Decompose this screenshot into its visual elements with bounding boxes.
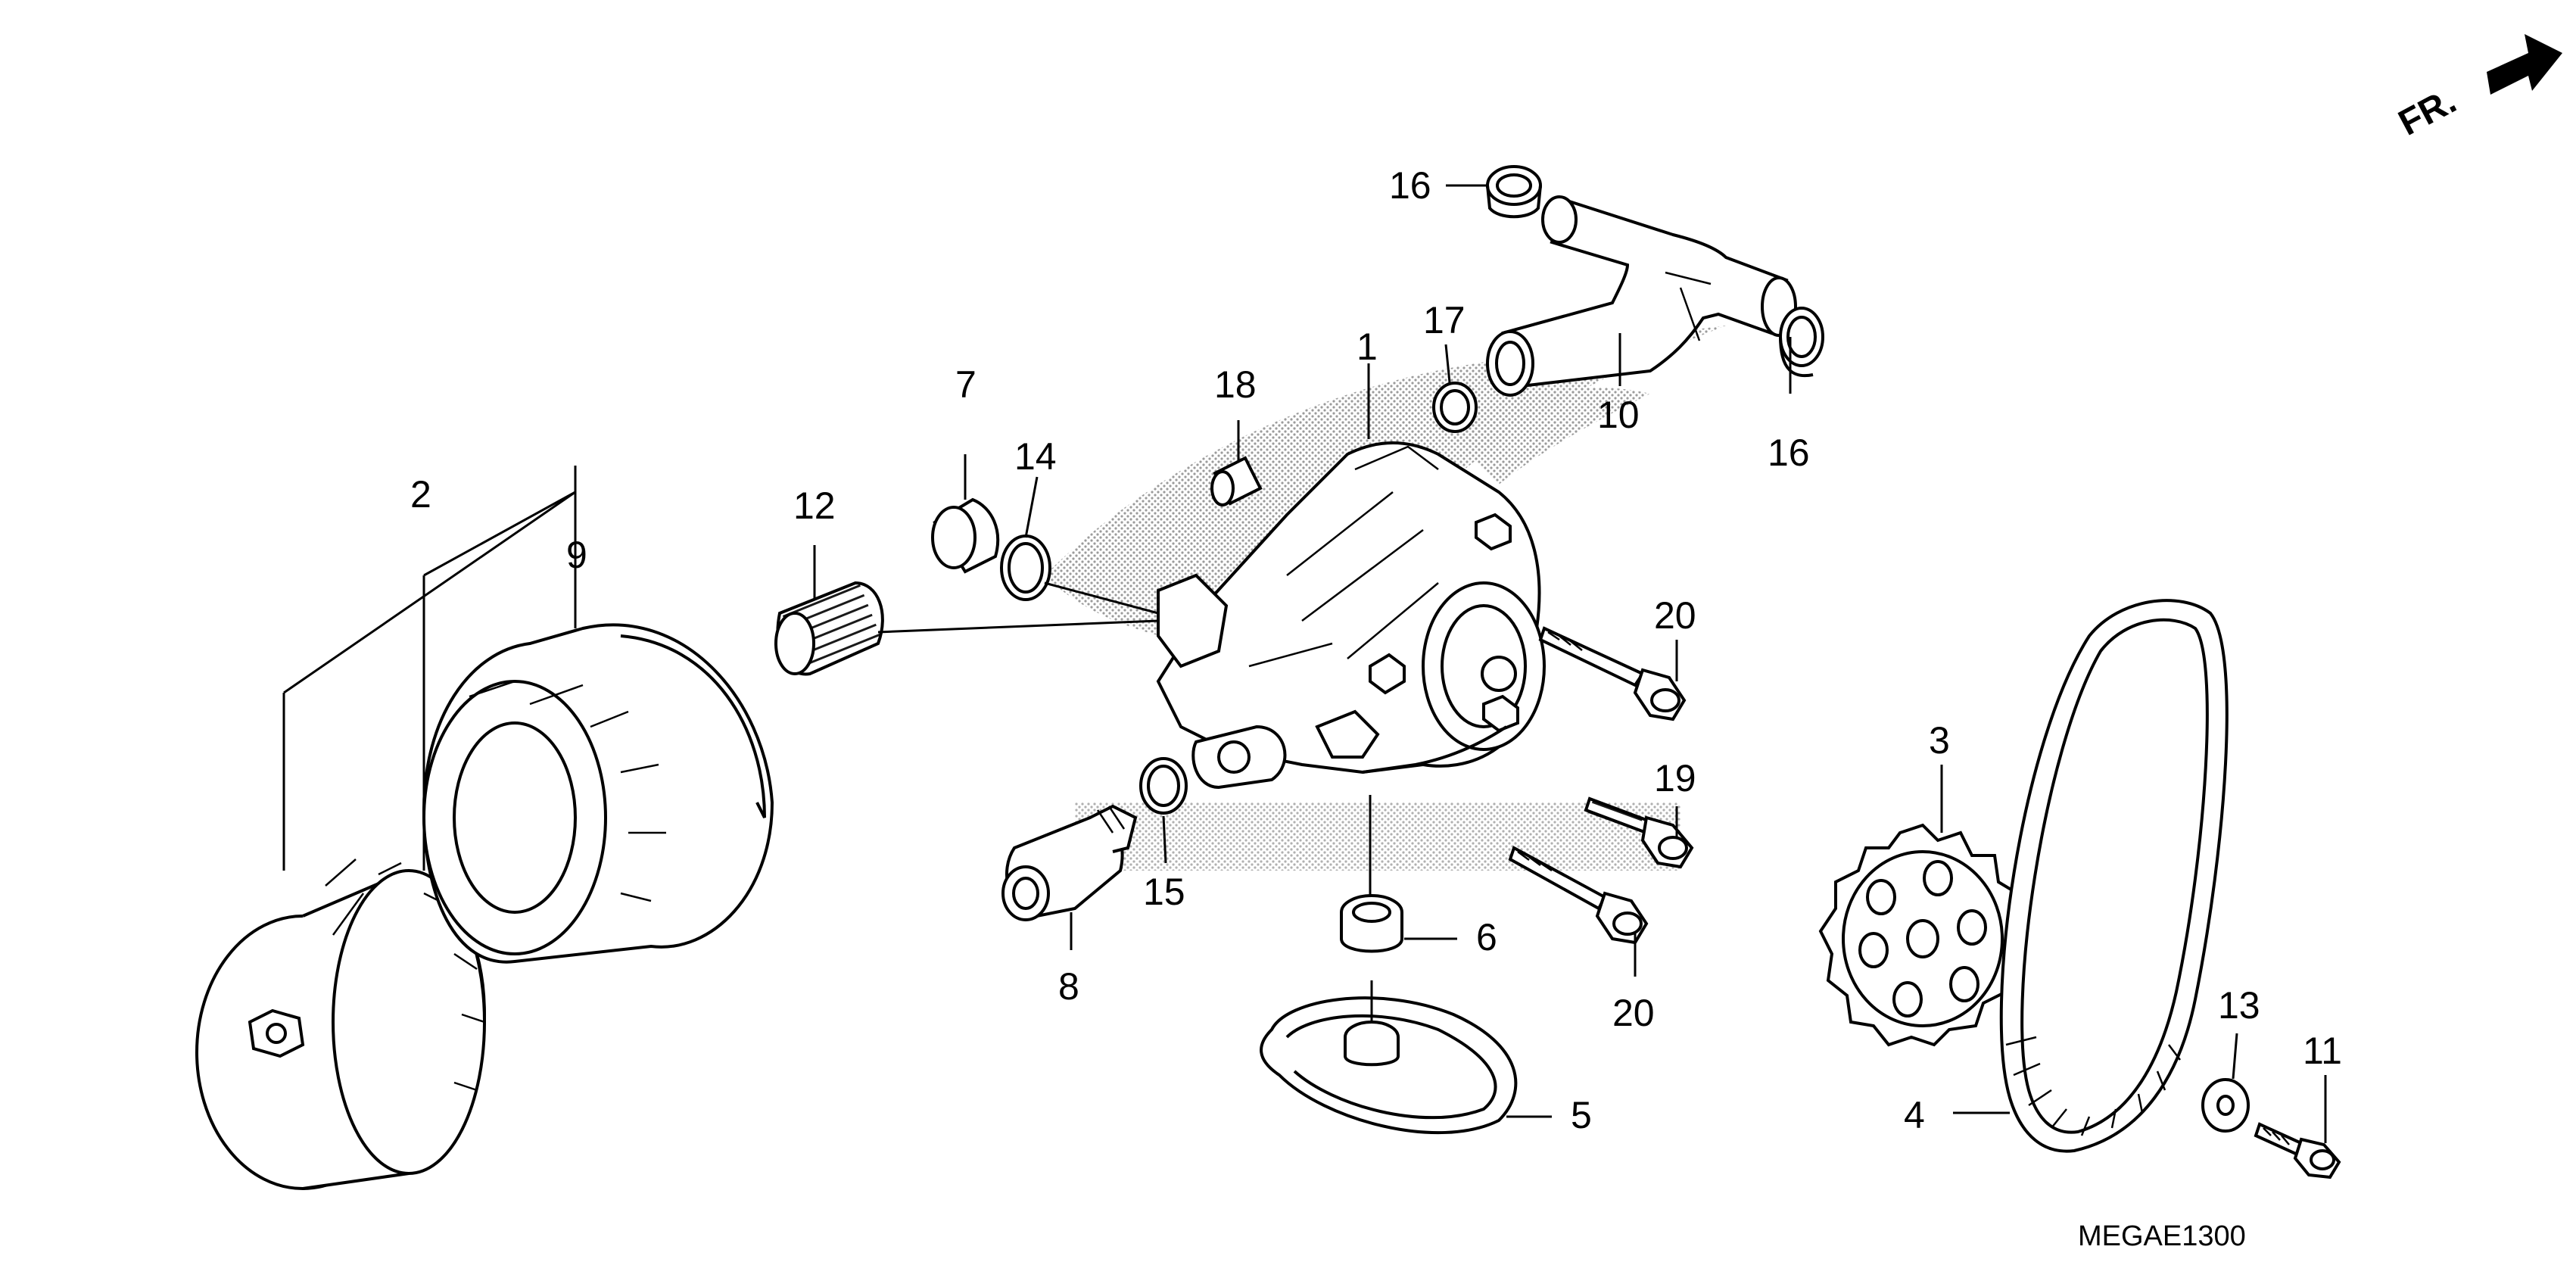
callout-1: 1 [1357,326,1378,368]
o-ring-17 [1432,382,1478,433]
o-ring-15 [1139,757,1188,815]
pump-grommet [1340,894,1403,953]
callout-20-lower: 20 [1612,992,1655,1034]
callout-16-upper: 16 [1389,164,1431,207]
callout-12: 12 [793,485,836,527]
bolt-20-upper [1538,626,1687,721]
front-direction-indicator: FR. [2392,34,2562,144]
pump-drive-sprocket [1818,823,2023,1047]
bolt-20-lower [1508,846,1649,945]
callout-16-lower: 16 [1768,432,1810,474]
callout-2: 2 [410,473,431,516]
bolt-19 [1584,793,1694,869]
callout-15: 15 [1143,871,1185,913]
oil-pump-assembly [1156,441,1546,790]
callout-7: 7 [955,363,977,406]
oil-strainer [1260,996,1518,1135]
pump-drive-chain [1999,599,2229,1153]
dowel-pin [1210,456,1263,506]
callout-10: 10 [1597,394,1640,436]
callout-18: 18 [1214,363,1257,406]
washer [2201,1078,2250,1133]
sprocket-bolt [2254,1122,2341,1179]
callout-11: 11 [2303,1030,2342,1072]
seal-ring-16-lower [1779,307,1824,378]
callout-8: 8 [1058,965,1079,1008]
callout-14: 14 [1014,435,1057,478]
oil-filter-cap [195,859,486,1190]
collar-bushing [931,497,1000,574]
callout-20-upper: 20 [1654,594,1696,637]
callout-19: 19 [1654,757,1696,799]
oil-filter-cartridge [422,623,774,964]
seal-ring-16-upper [1486,165,1542,219]
callout-labels: 1 2 9 12 7 14 18 16 17 10 16 20 19 20 6 … [410,164,2342,1136]
callout-4: 4 [1904,1094,1925,1136]
callout-17: 17 [1423,299,1466,341]
oil-pipe-t-joint [1486,195,1797,397]
callout-6: 6 [1476,916,1497,958]
diagram-code: MEGAE1300 [2078,1220,2246,1252]
callout-3: 3 [1929,719,1950,762]
leader-lines [813,184,2327,1143]
callout-13: 13 [2218,984,2260,1027]
leader-bracket-2-9 [282,466,577,871]
o-ring-14 [1000,534,1051,601]
callout-9: 9 [566,534,587,576]
threaded-pipe-nipple [774,581,884,676]
callout-5: 5 [1571,1094,1592,1136]
front-indicator-label: FR. [2392,81,2462,144]
relief-valve [1001,804,1138,921]
